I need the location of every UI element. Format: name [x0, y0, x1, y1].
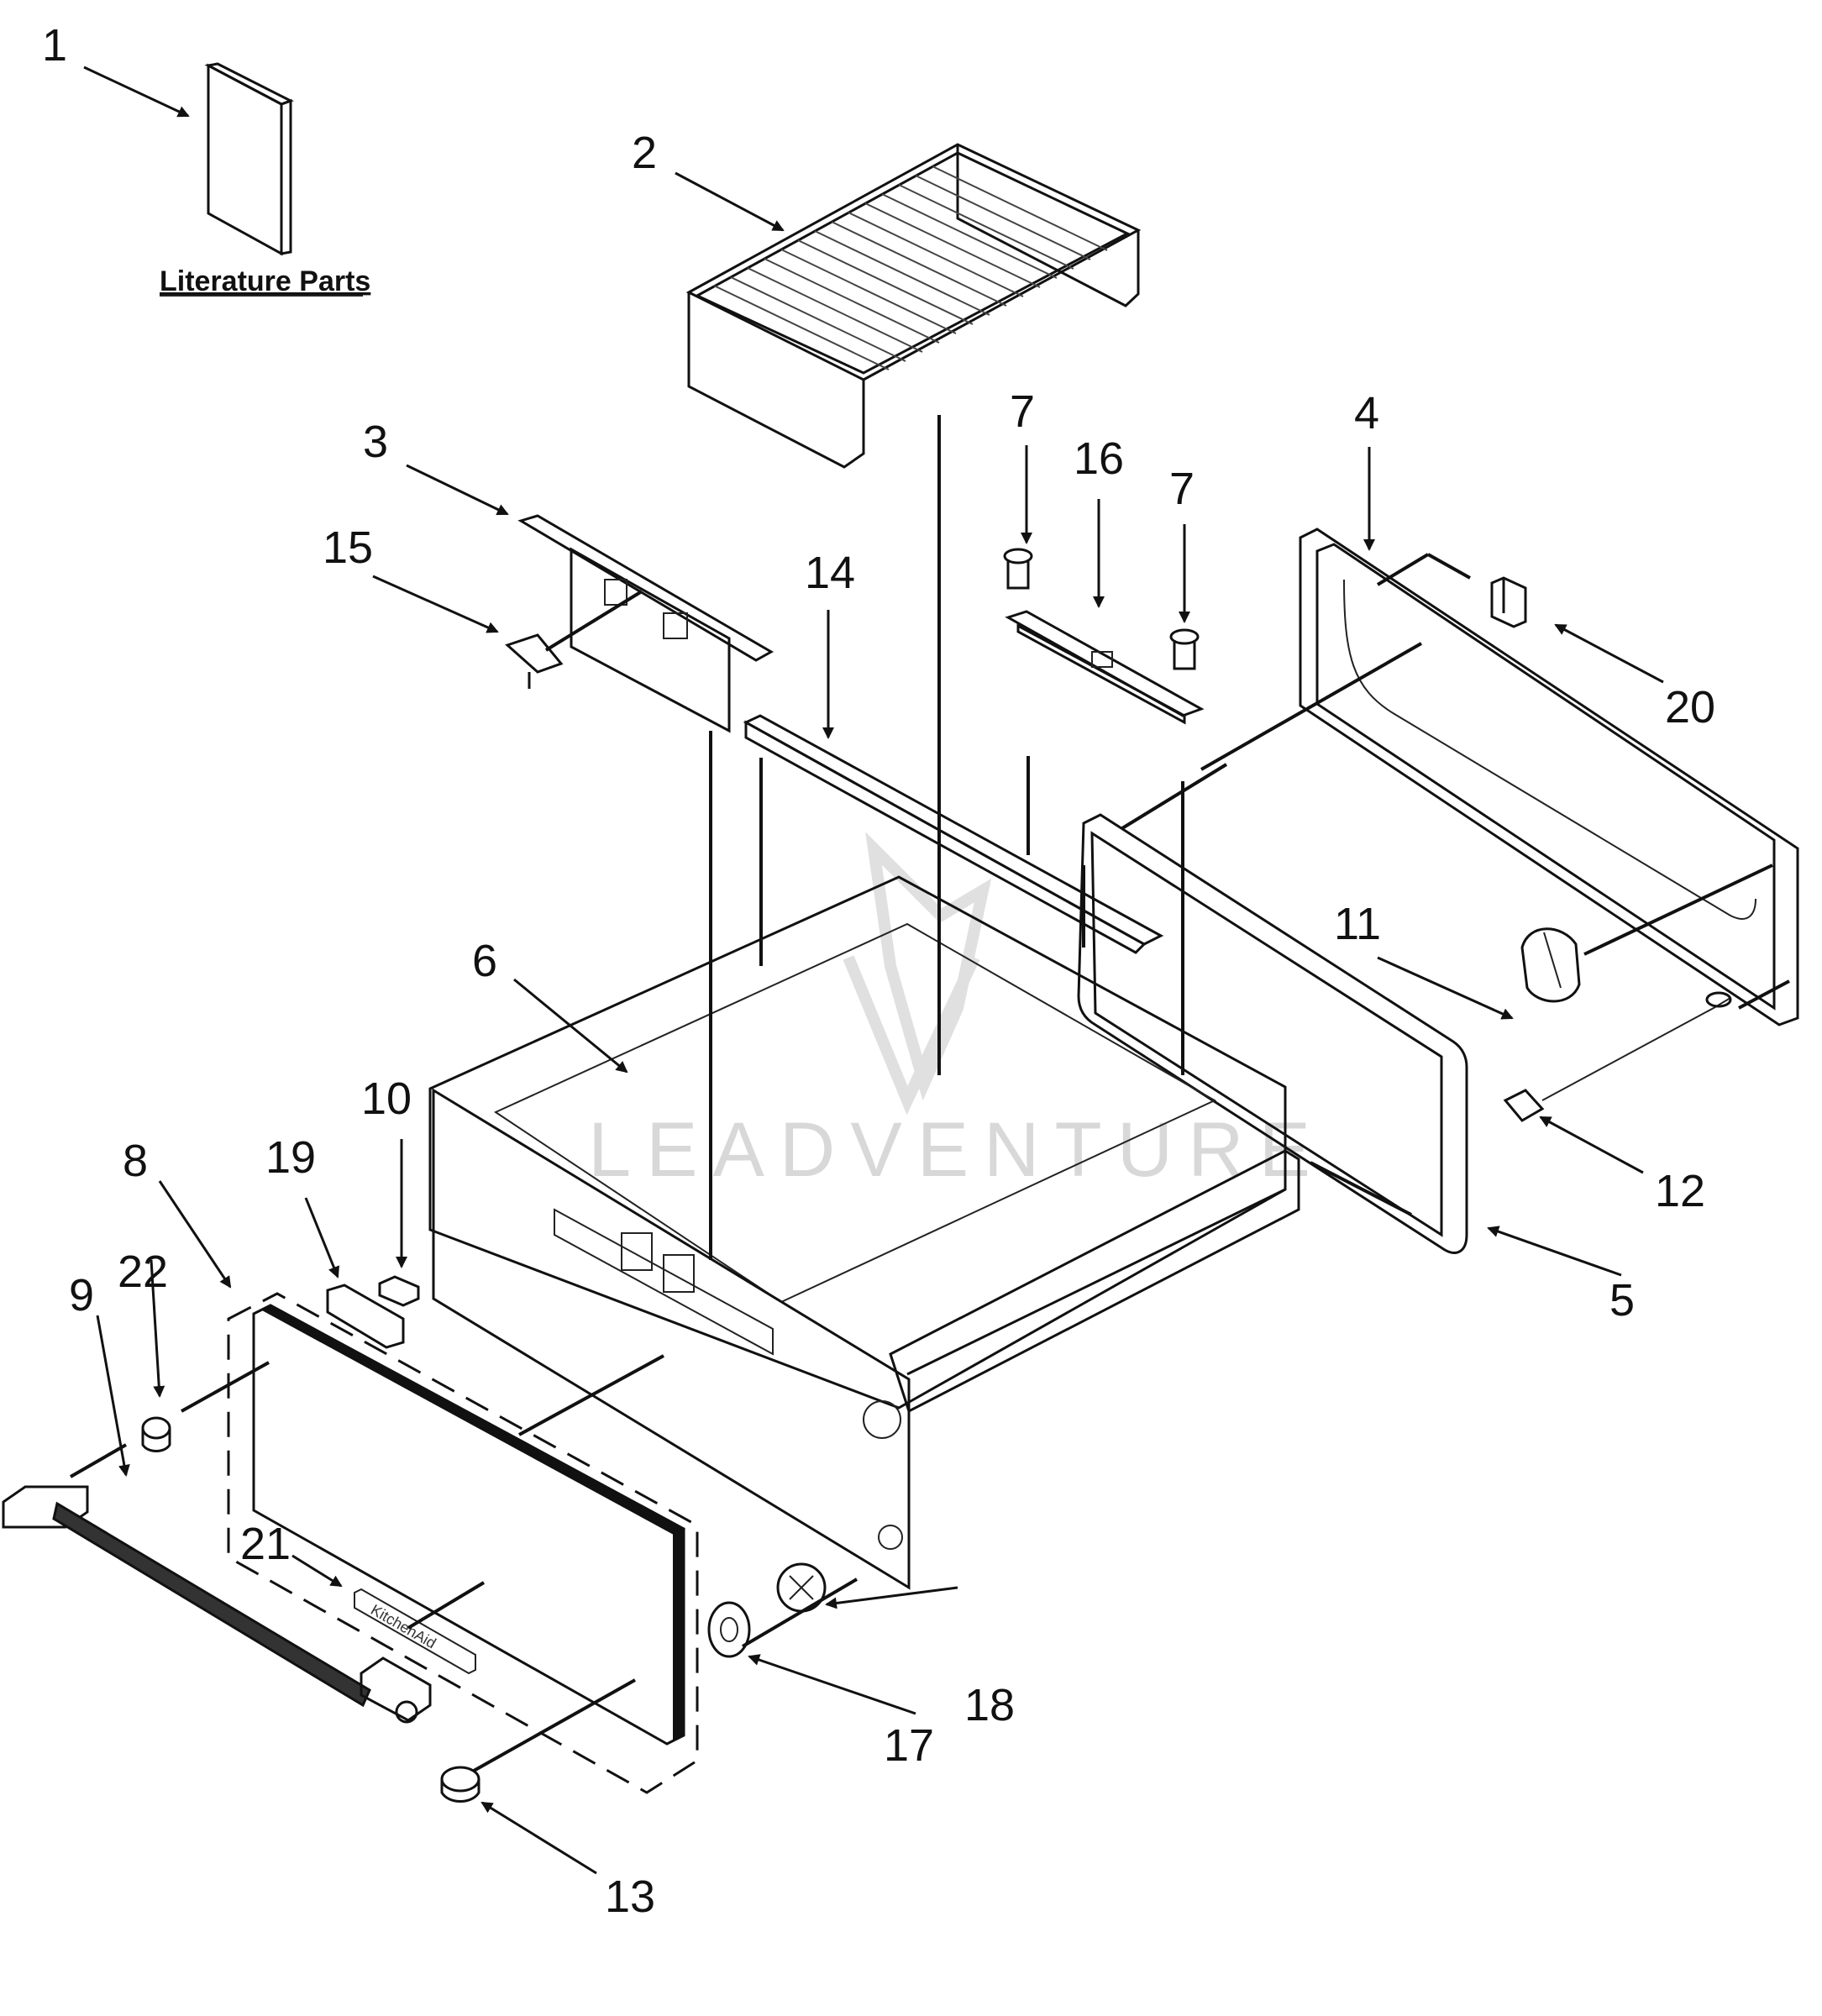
part-door-frame [1299, 528, 1799, 1026]
part-cap-13 [440, 1766, 480, 1803]
callout-7b: 7 [1169, 464, 1195, 514]
part-wire-rack [685, 143, 1142, 469]
callout-10: 10 [361, 1074, 412, 1124]
part-door-panel: KitchenAid [227, 1292, 699, 1794]
part-grommet-17 [707, 1601, 751, 1658]
callout-18: 18 [964, 1680, 1015, 1730]
callout-14: 14 [805, 548, 855, 598]
part-latch-bracket [1005, 610, 1205, 725]
callout-3: 3 [363, 417, 388, 467]
part-bracket [517, 514, 774, 733]
callout-8: 8 [123, 1136, 148, 1186]
callout-21: 21 [240, 1519, 291, 1569]
assembly-lines [70, 415, 1790, 1772]
part-screw-10 [378, 1275, 420, 1307]
part-screw-right [1169, 628, 1200, 670]
part-trim-strip [743, 714, 1164, 954]
part-screw-left [1003, 548, 1033, 590]
callout-16: 16 [1074, 433, 1124, 484]
callout-13: 13 [605, 1872, 655, 1922]
part-plate [326, 1284, 405, 1349]
callout-6: 6 [472, 936, 497, 986]
callout-22: 22 [118, 1247, 168, 1297]
part-bolt [1490, 576, 1527, 628]
callout-20: 20 [1665, 682, 1715, 732]
callout-2: 2 [632, 128, 657, 178]
callout-15: 15 [323, 522, 373, 573]
part-clip [505, 633, 564, 689]
part-gasket [1077, 813, 1468, 1254]
callout-11: 11 [1334, 899, 1381, 949]
part-knob [1520, 927, 1581, 1003]
part-handle [2, 1485, 432, 1724]
callout-19: 19 [265, 1132, 316, 1183]
callout-arrows [83, 66, 1664, 1875]
watermark: LEADVENTURE [588, 832, 1326, 1193]
callout-1: 1 [42, 20, 67, 71]
part-drawer-box [428, 875, 1300, 1590]
callout-4: 4 [1354, 388, 1379, 438]
callout-labels: 1 2 3 4 5 6 7 7 8 9 10 11 12 13 14 15 16… [42, 20, 1715, 1922]
callout-9: 9 [69, 1270, 94, 1320]
callout-12: 12 [1655, 1166, 1705, 1216]
callout-7a: 7 [1010, 386, 1035, 437]
part-plug-22 [141, 1416, 171, 1452]
watermark-text: LEADVENTURE [588, 1107, 1326, 1193]
part-sensor [1503, 991, 1732, 1122]
part-literature: Literature Parts [160, 62, 370, 297]
callout-17: 17 [884, 1720, 934, 1771]
callout-5: 5 [1609, 1275, 1635, 1326]
literature-label: Literature Parts [160, 265, 370, 297]
